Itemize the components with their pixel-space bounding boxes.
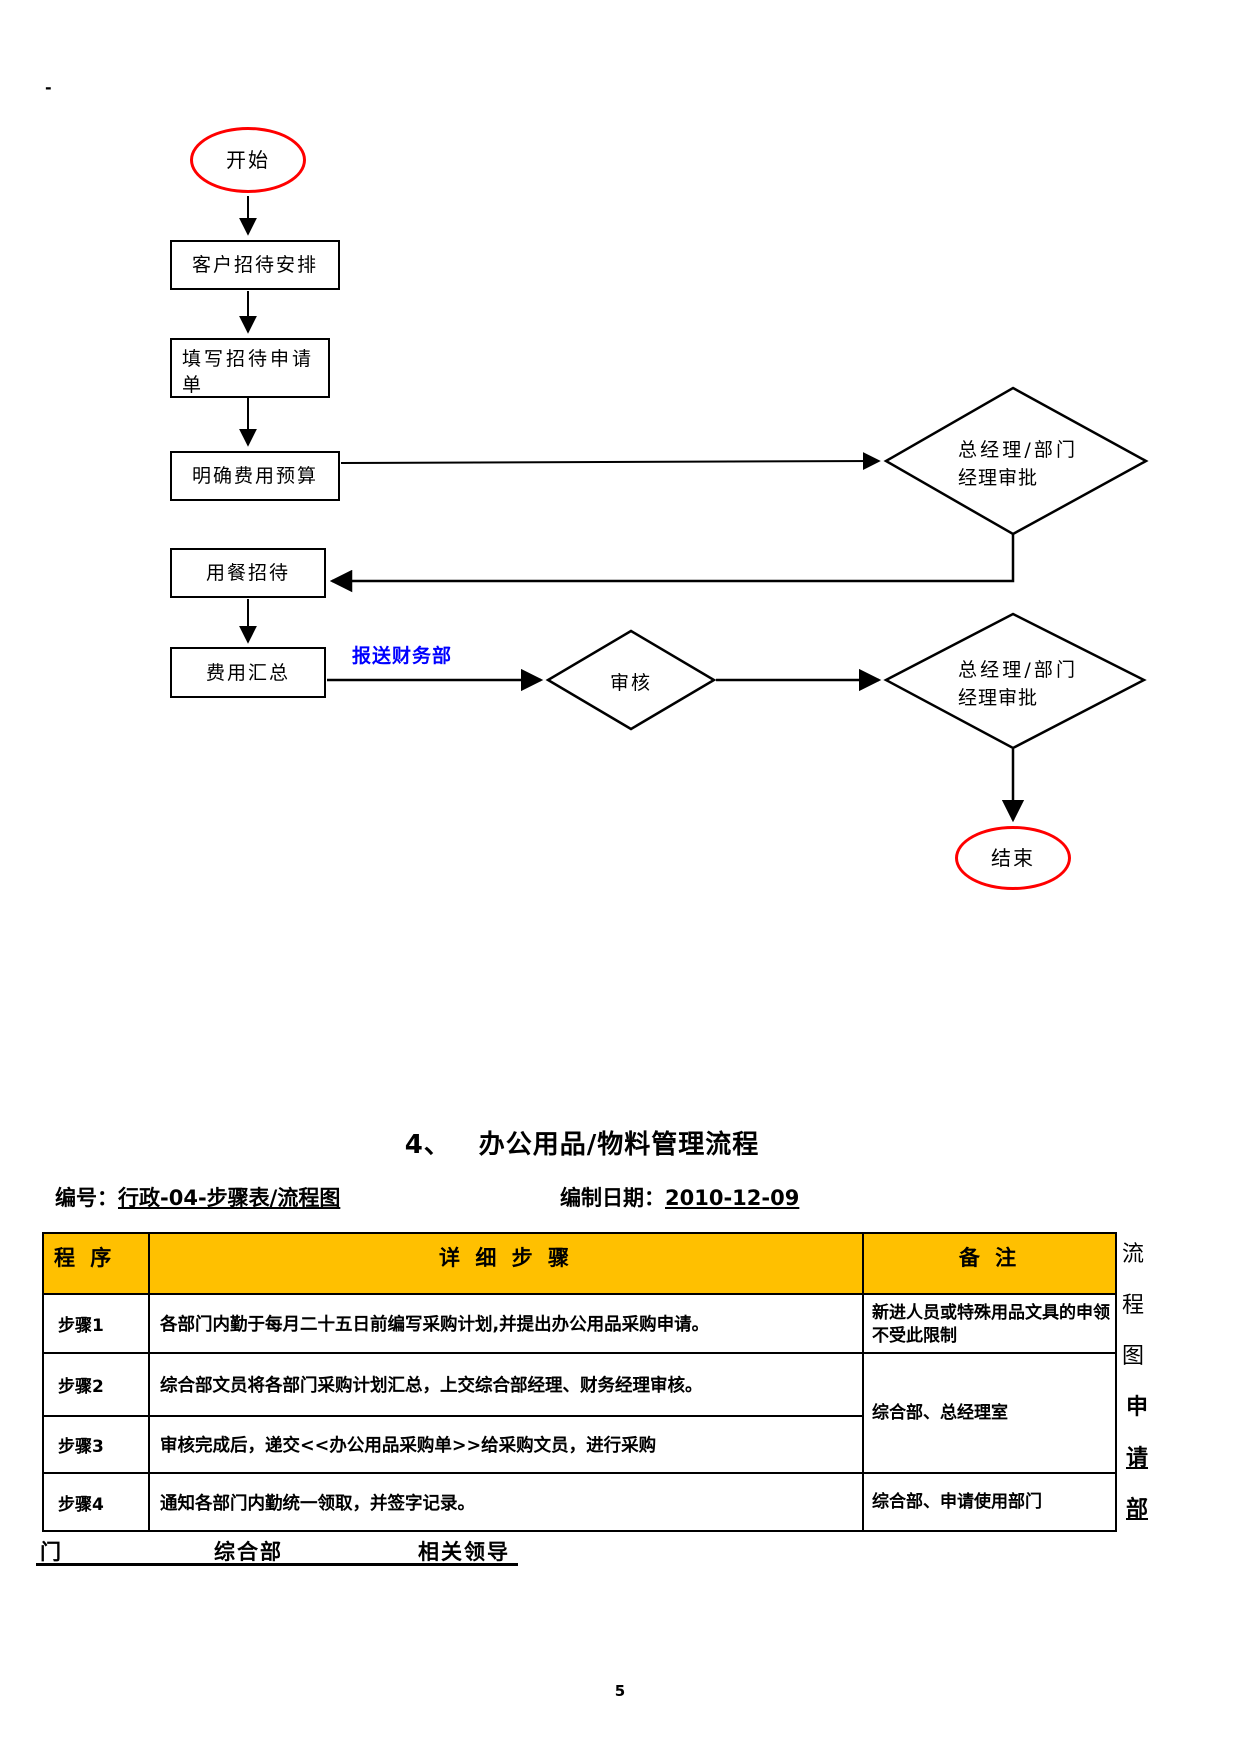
doc-date-value: 2010-12-09: [665, 1186, 800, 1210]
doc-number-value: 行政-04-步骤表/流程图: [118, 1186, 341, 1210]
header-procedure: 程 序: [42, 1232, 150, 1295]
side-char: 图: [1122, 1344, 1145, 1369]
side-char: 部: [1126, 1497, 1149, 1522]
step-1-label: 步骤1: [42, 1293, 150, 1354]
side-char: 流: [1122, 1242, 1145, 1267]
process-box-customer-reception: 客户招待安排: [170, 240, 340, 290]
step-1-detail: 各部门内勤于每月二十五日前编写采购计划,并提出办公用品采购申请。: [148, 1293, 864, 1354]
side-char: 程: [1122, 1293, 1145, 1318]
decision-approve1-shape: [883, 386, 1149, 536]
flowchart-connectors: [239, 196, 1149, 823]
doc-date-label: 编制日期：: [560, 1186, 665, 1210]
dept-related-leaders: 相关领导: [418, 1540, 510, 1564]
table-row: 步骤4 通知各部门内勤统一领取，并签字记录。 综合部、申请使用部门: [42, 1472, 1117, 1532]
department-line: 门 综合部 相关领导: [36, 1534, 518, 1566]
decision-review-shape: [545, 629, 717, 731]
doc-info-line: 编号：行政-04-步骤表/流程图 编制日期：2010-12-09: [0, 1182, 1240, 1214]
process-box-budget: 明确费用预算: [170, 451, 340, 501]
procedure-table: 程 序 详 细 步 骤 备 注 步骤1 各部门内勤于每月二十五日前编写采购计划,…: [42, 1232, 1117, 1532]
table-row: 步骤3 审核完成后，递交<<办公用品采购单>>给采购文员，进行采购: [42, 1415, 1116, 1474]
step-2-label: 步骤2: [42, 1352, 150, 1417]
step-4-label: 步骤4: [42, 1472, 150, 1532]
decision-approve2-label: 总经理/部门经理审批: [958, 659, 1076, 709]
doc-date: 编制日期：2010-12-09: [560, 1182, 799, 1212]
step-2-detail: 综合部文员将各部门采购计划汇总，上交综合部经理、财务经理审核。: [148, 1352, 864, 1417]
top-left-dash: -: [45, 78, 52, 97]
doc-number-label: 编号：: [55, 1186, 118, 1210]
end-terminal: 结束: [955, 826, 1071, 890]
start-terminal: 开始: [190, 127, 306, 193]
section-title-number: 4、: [404, 1130, 451, 1160]
dept-general-affairs: 综合部: [214, 1540, 283, 1564]
process-box-expense-summary: 费用汇总: [170, 647, 326, 698]
section-title: 4、办公用品/物料管理流程: [0, 1124, 1202, 1161]
doc-number: 编号：行政-04-步骤表/流程图: [55, 1182, 340, 1212]
arrow-box3-to-approve1: [340, 452, 881, 471]
header-notes: 备 注: [862, 1232, 1117, 1295]
step-2-3-note: 综合部、总经理室: [862, 1352, 1117, 1474]
decision-approve1-label: 总经理/部门经理审批: [958, 439, 1076, 489]
step-3-label: 步骤3: [42, 1415, 150, 1474]
page-number: 5: [614, 1682, 626, 1700]
arrow-approve1-to-box4: [329, 534, 1015, 593]
edge-label-send-to-finance: 报送财务部: [352, 645, 453, 667]
decision-review-label: 审核: [609, 672, 652, 694]
table-row: 步骤1 各部门内勤于每月二十五日前编写采购计划,并提出办公用品采购申请。 新进人…: [42, 1293, 1117, 1354]
table-header-row: 程 序 详 细 步 骤 备 注: [42, 1232, 1117, 1295]
step-4-note: 综合部、申请使用部门: [862, 1472, 1117, 1532]
section-title-text: 办公用品/物料管理流程: [478, 1130, 760, 1160]
dept-prefix: 门: [40, 1540, 63, 1564]
decision-approve2-shape: [883, 612, 1147, 750]
process-box-dining: 用餐招待: [170, 548, 326, 598]
side-char: 申: [1126, 1395, 1149, 1420]
step-3-detail: 审核完成后，递交<<办公用品采购单>>给采购文员，进行采购: [148, 1415, 864, 1474]
side-vertical-text: 流 程 图 申 请 部: [1122, 1236, 1172, 1542]
table-row: 步骤2 综合部文员将各部门采购计划汇总，上交综合部经理、财务经理审核。 综合部、…: [42, 1352, 1117, 1474]
side-char: 请: [1126, 1446, 1149, 1471]
process-box-fill-application: 填写招待申请单: [170, 338, 330, 398]
step-4-detail: 通知各部门内勤统一领取，并签字记录。: [148, 1472, 864, 1532]
header-detail-steps: 详 细 步 骤: [148, 1232, 864, 1295]
step-1-note: 新进人员或特殊用品文具的申领不受此限制: [862, 1293, 1117, 1354]
